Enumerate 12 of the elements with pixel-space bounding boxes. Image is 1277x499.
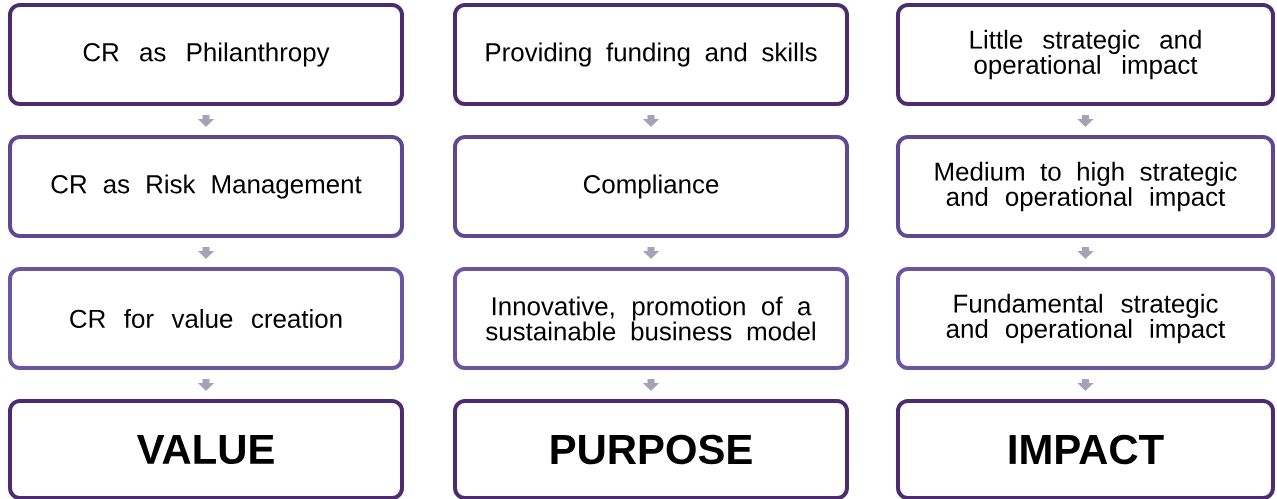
process-box: Innovative, promotion of a sustainable business model	[453, 267, 849, 370]
process-box: Medium to high strategic and operational impact	[896, 135, 1275, 238]
heading-box: IMPACT	[896, 399, 1275, 499]
process-box: CR for value creation	[8, 267, 404, 370]
process-box: Little strategic and operational impact	[896, 3, 1275, 106]
process-box: CR as Philanthropy	[8, 3, 404, 106]
process-box: CR as Risk Management	[8, 135, 404, 238]
process-box: Compliance	[453, 135, 849, 238]
heading-box: VALUE	[8, 399, 404, 499]
process-box: Fundamental strategic and operational impact	[896, 267, 1275, 370]
process-box: Providing funding and skills	[453, 3, 849, 106]
heading-box: PURPOSE	[453, 399, 849, 499]
